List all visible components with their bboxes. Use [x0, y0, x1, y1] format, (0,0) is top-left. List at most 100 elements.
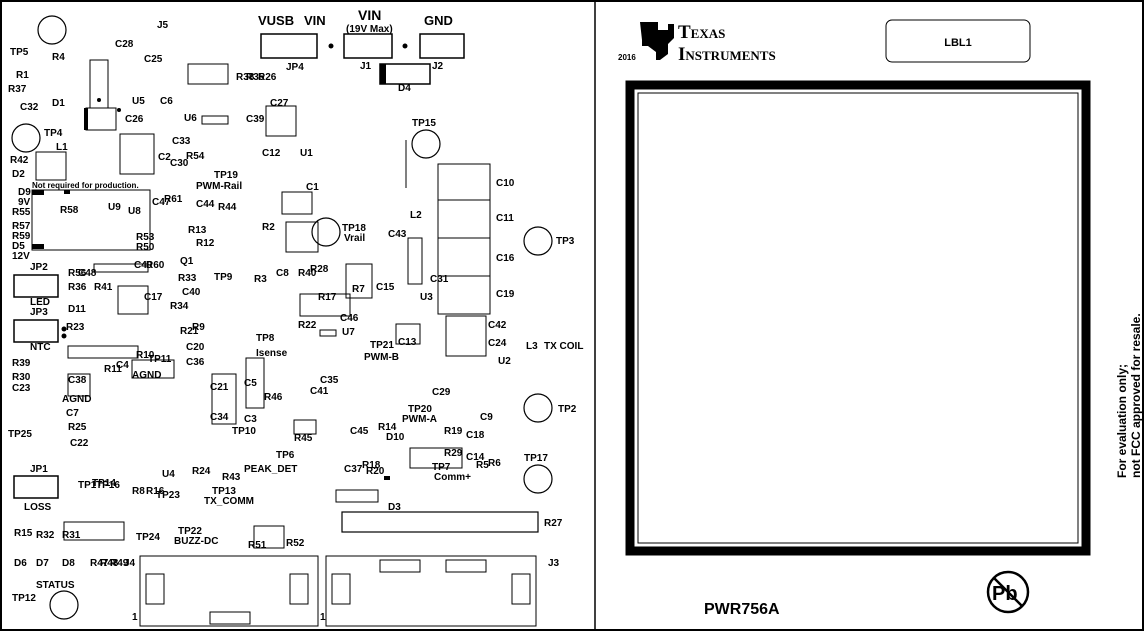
ref-r19: R19: [444, 426, 463, 437]
ref-d1: D1: [52, 98, 65, 109]
ref-r61: R61: [164, 194, 183, 205]
ref-r35: R35: [246, 72, 265, 83]
ref-c37: C37: [344, 464, 363, 475]
ref-r56: R56: [68, 268, 87, 279]
ref-d6: D6: [14, 558, 27, 569]
keepout-square-inner: [637, 92, 1079, 544]
ref-tp2: TP2: [558, 404, 577, 415]
tp15-circle: [411, 129, 441, 159]
ref-r57: R57: [12, 221, 31, 232]
ref-r59: R59: [12, 231, 31, 242]
ref-c46: C46: [340, 313, 359, 324]
ref-d7: D7: [36, 558, 49, 569]
jp4-header: [260, 33, 318, 59]
ref-tx-comm: TX_COMM: [204, 496, 254, 507]
ref-c13: C13: [398, 337, 417, 348]
ref-c26: C26: [125, 114, 144, 125]
ref-c39: C39: [246, 114, 265, 125]
ref-status: STATUS: [36, 580, 75, 591]
ref-c18: C18: [466, 430, 485, 441]
ref-c32: C32: [20, 102, 39, 113]
ref-r8: R8: [132, 486, 145, 497]
ref-r36: R36: [68, 282, 87, 293]
ref-r12: R12: [196, 238, 215, 249]
ref-c4: C4: [116, 360, 129, 371]
ref-l3: L3: [526, 341, 538, 352]
ref-tp19: TP19: [214, 170, 238, 181]
ref-tp6: TP6: [276, 450, 295, 461]
ref-tp25: TP25: [8, 429, 32, 440]
ref-r6: R6: [488, 458, 501, 469]
ref-r14: R14: [378, 422, 397, 433]
ref-c2: C2: [158, 152, 171, 163]
ref-c28: C28: [115, 39, 134, 50]
test-points: [11, 15, 553, 620]
ref-tp10: TP10: [232, 426, 256, 437]
svg-text:Pb: Pb: [992, 583, 1018, 605]
ref-r51: R51: [248, 540, 267, 551]
ref-r22: R22: [298, 320, 317, 331]
ref-r25: R25: [68, 422, 87, 433]
tp5-circle: [37, 15, 67, 45]
ref-r9: R9: [192, 322, 205, 333]
ref-j1: J1: [360, 61, 372, 72]
ref-c47: C47: [152, 197, 171, 208]
ref-r37: R37: [8, 84, 27, 95]
ref-r13: R13: [188, 225, 207, 236]
disclaimer-line2: not FCC approved for resale.: [1129, 313, 1143, 478]
ref-isense: Isense: [256, 348, 288, 359]
output-cap-column: [437, 163, 491, 357]
ref-r21: R21: [180, 326, 199, 337]
ref-tp8: TP8: [256, 333, 275, 344]
ref-l1: L1: [56, 142, 68, 153]
ref-tp11: TP11: [148, 354, 172, 365]
ref-1: 1: [132, 612, 138, 623]
ref-u7: U7: [342, 327, 355, 338]
ref-agnd: AGND: [132, 370, 161, 381]
ref-c40: C40: [182, 287, 201, 298]
ref-c17: C17: [144, 292, 163, 303]
ref-u8: U8: [128, 206, 141, 217]
ref-pwm-b: PWM-B: [364, 352, 399, 363]
j2-header: [419, 33, 465, 59]
ref-c27: C27: [270, 98, 289, 109]
ref-9v: 9V: [18, 197, 31, 208]
brand-year: 2016: [618, 53, 636, 62]
ref-r55: R55: [12, 207, 31, 218]
ref-c25: C25: [144, 54, 163, 65]
ref-c31: C31: [430, 274, 449, 285]
ref-tp23: TP23: [156, 490, 180, 501]
ref-c43: C43: [388, 229, 407, 240]
ref-tp5: TP5: [10, 47, 29, 58]
ref-r50: R50: [136, 242, 155, 253]
ref-r58: R58: [60, 205, 79, 216]
ref-r2: R2: [262, 222, 275, 233]
ref-agnd: AGND: [62, 394, 91, 405]
ref-buzz-dc: BUZZ-DC: [174, 536, 218, 547]
ref-c15: C15: [376, 282, 395, 293]
ref-r53: R53: [136, 232, 155, 243]
ref-c33: C33: [172, 136, 191, 147]
ref-u3: U3: [420, 292, 433, 303]
pb-free-icon: Pb: [986, 570, 1030, 614]
ref-j4: J4: [124, 558, 136, 569]
ref-j2: J2: [432, 61, 444, 72]
ref-c14: C14: [466, 452, 485, 463]
ref-r52: R52: [286, 538, 305, 549]
vin-label: VIN: [304, 13, 326, 28]
tp2-circle: [523, 393, 553, 423]
ref-tp17: TP17: [524, 453, 548, 464]
ref-r43: R43: [222, 472, 241, 483]
ref-q1: Q1: [180, 256, 194, 267]
ref-c36: C36: [186, 357, 205, 368]
ref-jp3: JP3: [30, 307, 48, 318]
ref-c11: C11: [496, 213, 514, 224]
ref-led: LED: [30, 297, 50, 308]
ref-c23: C23: [12, 383, 31, 394]
vin-max-label: (19V Max): [346, 24, 393, 35]
ref-d2: D2: [12, 169, 25, 180]
ref-tp13: TP13: [212, 486, 236, 497]
r27-resistor: [341, 511, 539, 533]
